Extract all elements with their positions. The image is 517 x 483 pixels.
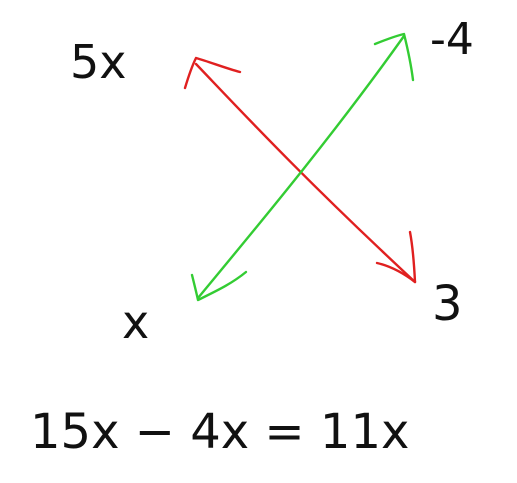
green-arrow bbox=[190, 32, 415, 302]
label-bottom-left: x bbox=[122, 295, 149, 349]
red-arrowhead-top-left bbox=[183, 56, 242, 90]
red-arrow bbox=[183, 56, 417, 284]
green-arrowhead-bottom-left bbox=[190, 270, 248, 302]
label-top-left: 5x bbox=[70, 35, 127, 89]
equation-text: 15x − 4x = 11x bbox=[30, 404, 409, 460]
green-arrow-shaft bbox=[196, 34, 406, 300]
label-bottom-right: 3 bbox=[432, 276, 463, 332]
green-arrowhead-top-right bbox=[373, 32, 415, 82]
label-top-right: -4 bbox=[430, 14, 474, 65]
red-arrow-shaft bbox=[194, 62, 417, 284]
red-arrowhead-bottom-right bbox=[375, 230, 417, 284]
